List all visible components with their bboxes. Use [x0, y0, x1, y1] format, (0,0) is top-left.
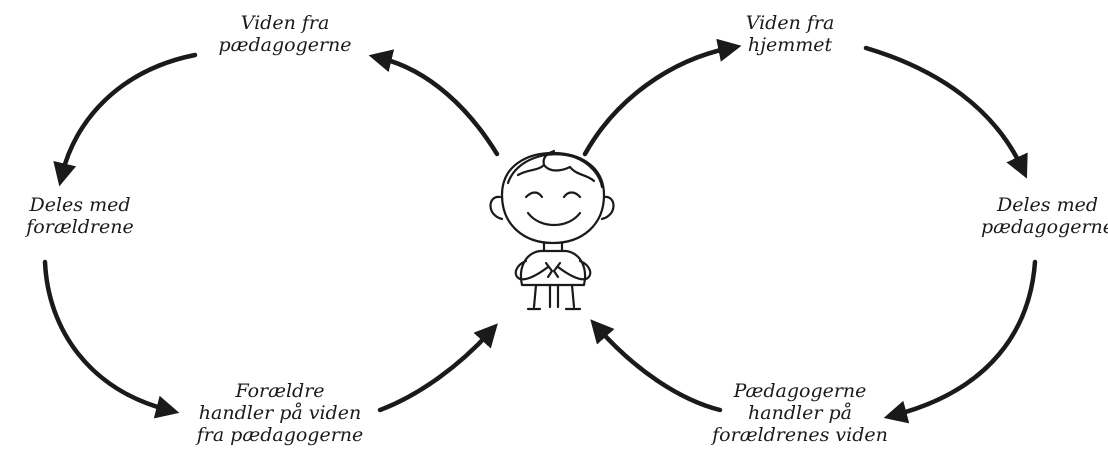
arrow-child-to-viden-hjemmet	[582, 38, 742, 157]
node-line: handler på viden	[198, 402, 362, 424]
smiling-child-icon	[489, 149, 615, 311]
node-line: Deles med	[29, 194, 131, 216]
node-viden-fra-paedagogerne: Viden fra pædagogerne	[185, 12, 385, 56]
node-line: forældrenes viden	[712, 424, 888, 446]
node-line: pædagogerne	[980, 216, 1108, 238]
node-deles-med-paedagogerne: Deles med pædagogerne	[960, 194, 1108, 238]
node-line: fra pædagogerne	[196, 424, 364, 446]
node-line: pædagogerne	[218, 34, 352, 56]
arrow-viden-to-deles-foraeldrene	[53, 52, 198, 187]
node-line: Pædagogerne	[733, 380, 867, 402]
node-foraeldre-handler: Forældre handler på viden fra pædagogern…	[160, 380, 400, 446]
node-line: Viden fra	[745, 12, 835, 34]
node-paedagogerne-handler: Pædagogerne handler på forældrenes viden	[690, 380, 910, 446]
node-line: Viden fra	[240, 12, 330, 34]
arrow-foraeldre-handler-to-child	[377, 323, 498, 413]
arrow-viden-to-deles-paedagogerne	[863, 45, 1028, 179]
node-line: Forældre	[235, 380, 325, 402]
node-line: hjemmet	[747, 34, 833, 56]
node-line: forældrene	[26, 216, 134, 238]
arrow-paedagogerne-handler-to-child	[590, 319, 723, 413]
arrow-deles-to-paedagogerne-handler	[883, 259, 1038, 424]
arrow-deles-to-foraeldre-handler	[42, 259, 180, 419]
node-viden-fra-hjemmet: Viden fra hjemmet	[690, 12, 890, 56]
arrow-child-to-viden-paedagogerne	[368, 49, 500, 157]
node-line: Deles med	[996, 194, 1098, 216]
node-deles-med-foraeldrene: Deles med forældrene	[0, 194, 160, 238]
node-line: handler på	[748, 402, 852, 424]
